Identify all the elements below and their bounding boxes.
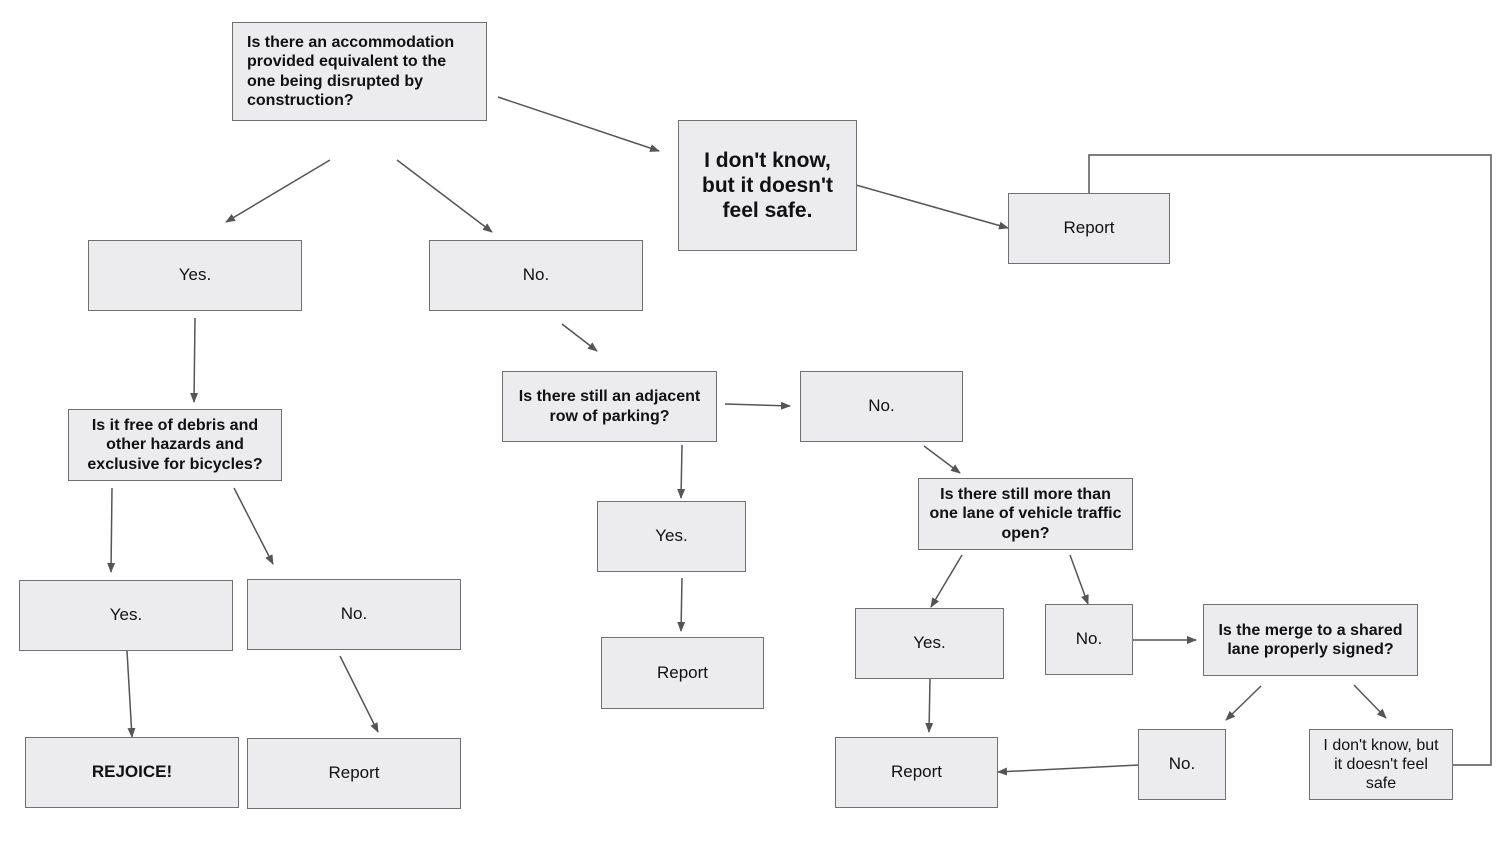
node-dont-know-merge: I don't know, but it doesn't feel safe — [1309, 729, 1453, 800]
arrow-lanes-to-yes — [930, 554, 963, 608]
node-no-merge: No. — [1138, 729, 1226, 800]
arrow-yes-to-rejoice — [126, 650, 136, 738]
node-merge-question: Is the merge to a shared lane properly s… — [1203, 604, 1418, 676]
arrow-parking-to-yes — [677, 444, 686, 499]
node-no-debris: No. — [247, 579, 461, 650]
node-report-lanes: Report — [835, 737, 998, 808]
arrow-parking-to-no — [724, 401, 791, 410]
arrow-no-to-report — [339, 655, 379, 733]
node-no-lanes: No. — [1045, 604, 1133, 675]
arrow-merge-to-no — [1225, 685, 1262, 721]
node-yes-parking: Yes. — [597, 501, 746, 572]
arrow-no-to-lanes — [923, 445, 961, 474]
node-yes-lanes: Yes. — [855, 608, 1004, 679]
node-report-parking: Report — [601, 637, 764, 709]
node-yes-accommodation: Yes. — [88, 240, 302, 311]
loop-connector — [1088, 154, 1492, 766]
node-no-parking: No. — [800, 371, 963, 442]
arrow-accommodation-to-dont-know — [497, 96, 660, 152]
arrow-debris-to-no — [233, 487, 274, 565]
arrow-no-to-parking — [561, 323, 598, 352]
node-report-debris: Report — [247, 738, 461, 809]
node-no-accommodation: No. — [429, 240, 643, 311]
node-accommodation-question: Is there an accommodation provided equiv… — [232, 22, 487, 121]
node-lanes-question: Is there still more than one lane of veh… — [918, 478, 1133, 550]
arrow-dont-know-to-report — [855, 184, 1009, 230]
node-parking-question: Is there still an adjacent row of parkin… — [502, 371, 717, 442]
node-report-top: Report — [1008, 193, 1170, 264]
arrow-merge-to-dont-know — [1353, 684, 1387, 719]
arrow-accommodation-to-yes — [225, 159, 331, 223]
node-rejoice: REJOICE! — [25, 737, 239, 808]
arrow-yes-to-report-parking — [677, 577, 686, 632]
arrow-accommodation-to-no — [396, 159, 493, 233]
arrow-no-merge-to-report — [997, 764, 1140, 776]
node-yes-debris: Yes. — [19, 580, 233, 651]
arrow-yes-to-report-lanes — [925, 678, 934, 733]
node-debris-question: Is it free of debris and other hazards a… — [68, 409, 282, 481]
arrow-yes-to-debris — [190, 317, 199, 403]
node-dont-know-top: I don't know, but it doesn't feel safe. — [678, 120, 857, 251]
arrow-lanes-to-no — [1069, 554, 1089, 605]
arrow-debris-to-yes — [107, 487, 116, 573]
